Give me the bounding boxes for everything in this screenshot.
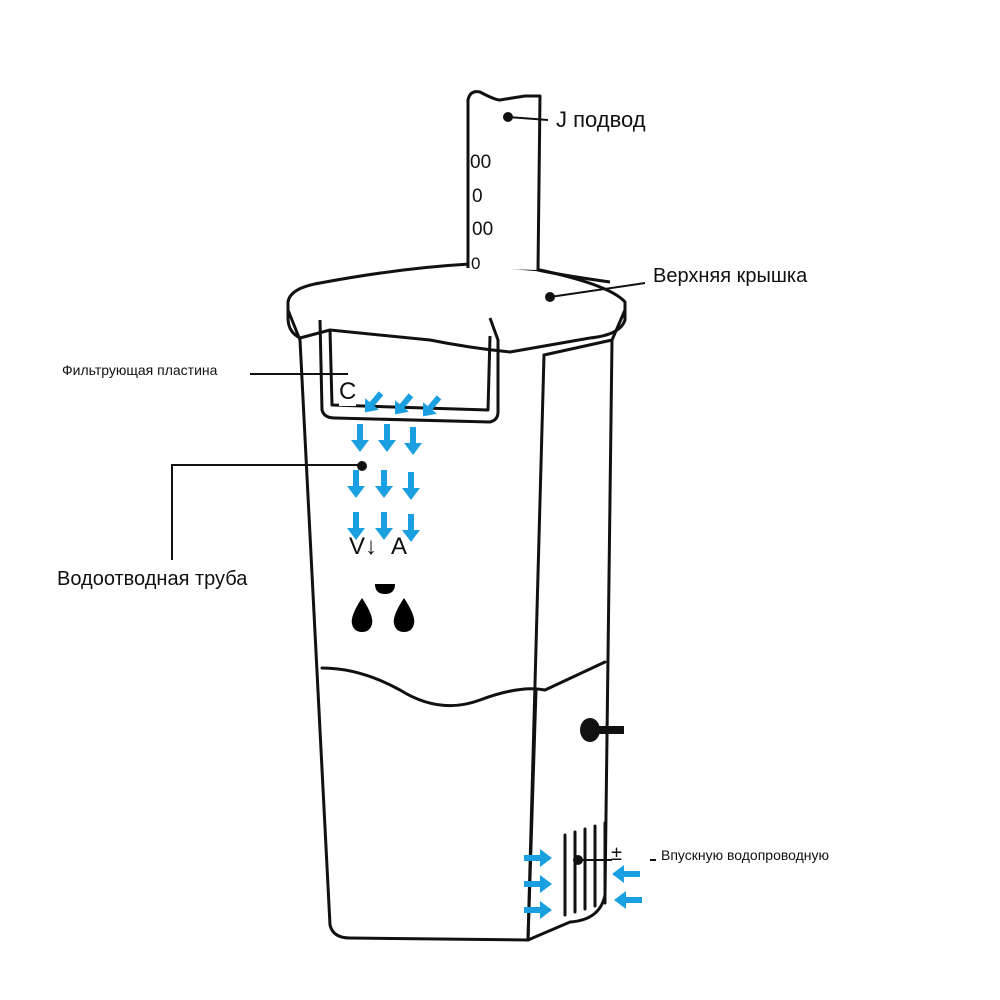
intake-arrows-side	[612, 865, 642, 909]
leader-dots	[357, 112, 583, 865]
intake-label: Впускную водопроводную	[661, 847, 830, 863]
down-flow-arrows	[347, 391, 442, 542]
intake-grille	[563, 821, 607, 917]
drain-pipe-label: Водоотводная труба	[57, 568, 248, 591]
left-arrow-icon	[614, 891, 642, 909]
water-drop-icon	[375, 584, 395, 594]
down-arrow-icon	[375, 512, 393, 540]
water-drop-icon	[351, 598, 373, 632]
inlet-pipe	[466, 90, 611, 284]
scale-mark: 00	[472, 219, 494, 240]
mark-v: V↓	[349, 533, 378, 560]
filter-plate-label: Фильтрующая пластина	[62, 362, 218, 378]
mark-c: C	[339, 378, 357, 406]
down-arrow-icon	[402, 514, 420, 542]
scale-mark: 00	[470, 152, 492, 173]
down-arrow-icon	[364, 391, 384, 413]
down-arrow-icon	[404, 427, 422, 455]
filter-plate-box	[318, 317, 500, 424]
down-arrow-icon	[351, 424, 369, 452]
down-arrow-icon	[347, 470, 365, 498]
scale-mark: 0	[472, 186, 483, 207]
side-nozzle	[580, 718, 624, 742]
scale-mark: 0	[471, 254, 481, 273]
intake-symbol: ±	[611, 843, 622, 865]
water-drops	[351, 584, 415, 632]
down-arrow-icon	[394, 393, 414, 415]
down-arrow-icon	[378, 424, 396, 452]
mark-a: A	[391, 533, 408, 560]
down-arrow-icon	[402, 472, 420, 500]
water-drop-icon	[393, 598, 415, 632]
right-arrow-icon	[524, 875, 552, 893]
top-cover-label: Верхняя крышка	[653, 265, 808, 288]
down-arrow-icon	[422, 395, 442, 417]
left-arrow-icon	[612, 865, 640, 883]
down-arrow-icon	[347, 512, 365, 540]
right-arrow-icon	[524, 901, 552, 919]
down-arrow-icon	[375, 470, 393, 498]
intake-arrows-in	[524, 849, 552, 919]
inlet-label: J подвод	[556, 107, 646, 133]
right-arrow-icon	[524, 849, 552, 867]
leader-lines	[171, 116, 656, 861]
top-cover	[286, 262, 627, 354]
